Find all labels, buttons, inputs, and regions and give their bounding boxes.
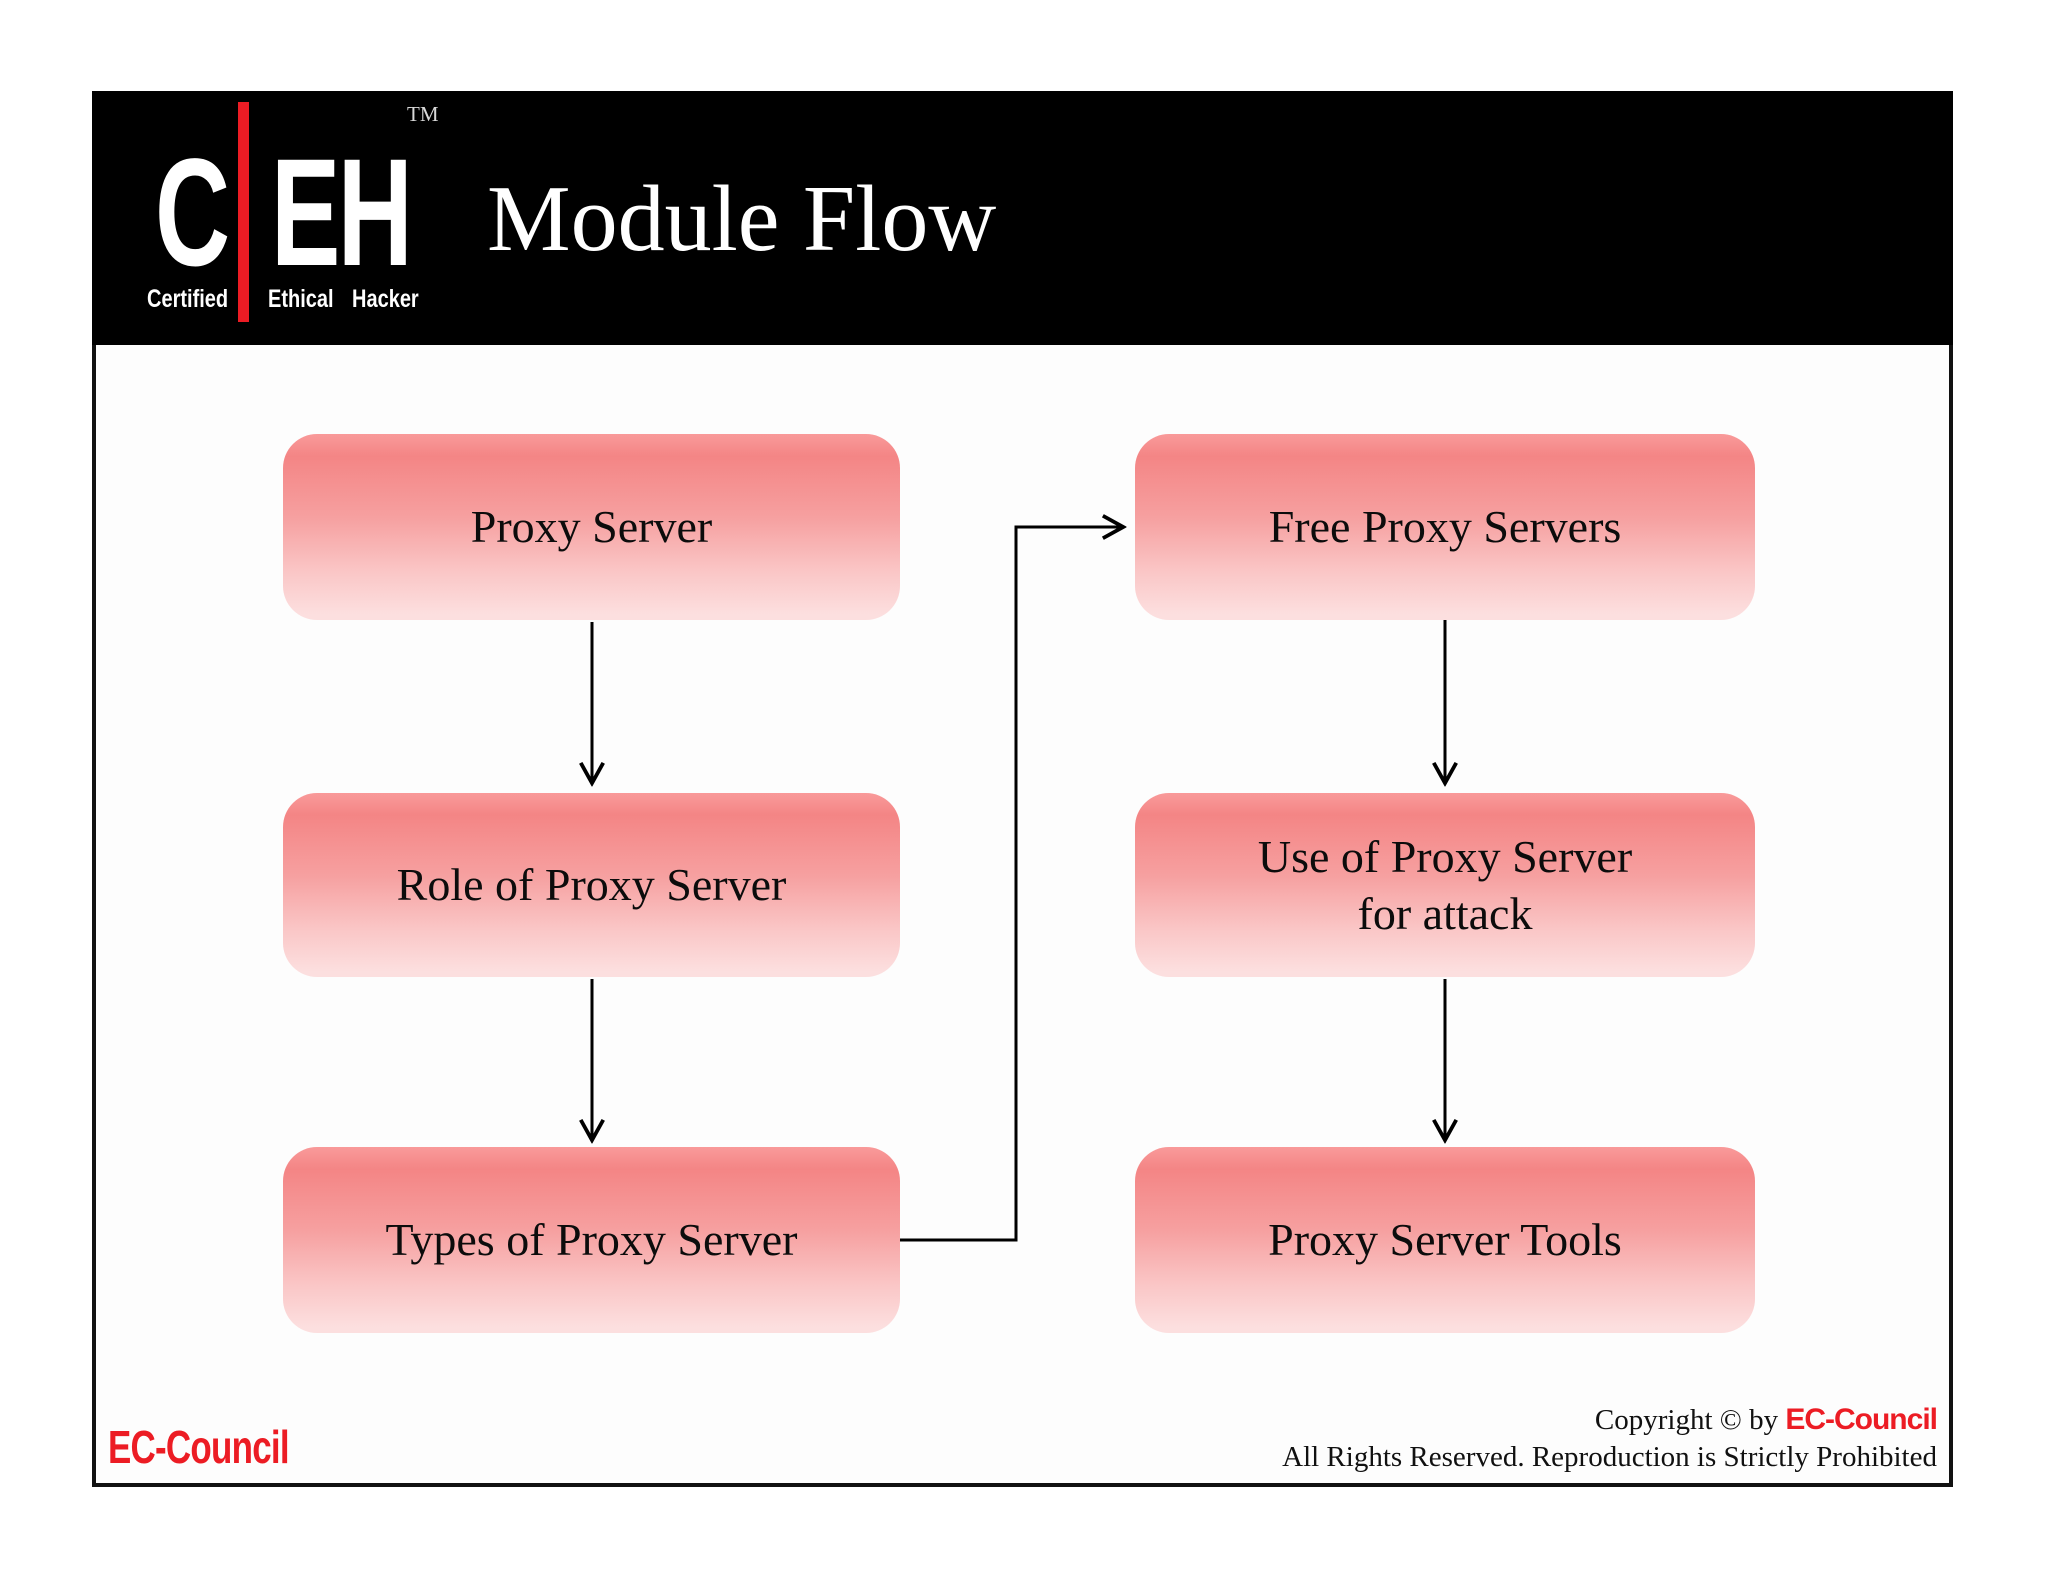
copyright-notice: Copyright © by EC-Council All Rights Res… — [1282, 1401, 1938, 1475]
flow-box-role-of-proxy-server: Role of Proxy Server — [283, 793, 900, 977]
flow-box-label: Proxy Server — [470, 501, 713, 553]
copyright-line2: All Rights Reserved. Reproduction is Str… — [1282, 1440, 1937, 1473]
flow-box-free-proxy-servers: Free Proxy Servers — [1135, 434, 1755, 620]
ceh-logo-eh: EH — [271, 127, 413, 298]
flow-box-types-of-proxy-server: Types of Proxy Server — [283, 1147, 900, 1333]
flow-box-use-of-proxy-server-for-attack: Use of Proxy Server for attack — [1135, 793, 1755, 977]
ceh-logo-red-bar — [238, 102, 249, 322]
ceh-logo-word-hacker: Hacker — [352, 285, 419, 313]
flow-box-proxy-server: Proxy Server — [283, 434, 900, 620]
ceh-logo-word-ethical: Ethical — [268, 285, 334, 313]
page-title: Module Flow — [487, 167, 997, 271]
ec-council-logo: EC-Council — [108, 1421, 290, 1473]
copyright-line1-text: Copyright © by — [1594, 1404, 1786, 1436]
copyright-ec-council-brand: EC-Council — [1785, 1403, 1938, 1436]
flow-box-label: Types of Proxy Server — [385, 1214, 798, 1266]
trademark-symbol: TM — [407, 102, 439, 126]
flow-box-label: Use of Proxy Server for attack — [1257, 830, 1633, 940]
copyright-line1: Copyright © by EC-Council — [1282, 1401, 1938, 1439]
ceh-logo-word-certified: Certified — [147, 285, 229, 313]
flow-box-label: Free Proxy Servers — [1268, 501, 1622, 553]
ceh-logo-c: C — [155, 127, 230, 298]
flow-box-label: Role of Proxy Server — [396, 859, 787, 911]
flow-box-proxy-server-tools: Proxy Server Tools — [1135, 1147, 1755, 1333]
slide-header — [92, 91, 1953, 345]
flow-box-label: Proxy Server Tools — [1268, 1214, 1622, 1266]
